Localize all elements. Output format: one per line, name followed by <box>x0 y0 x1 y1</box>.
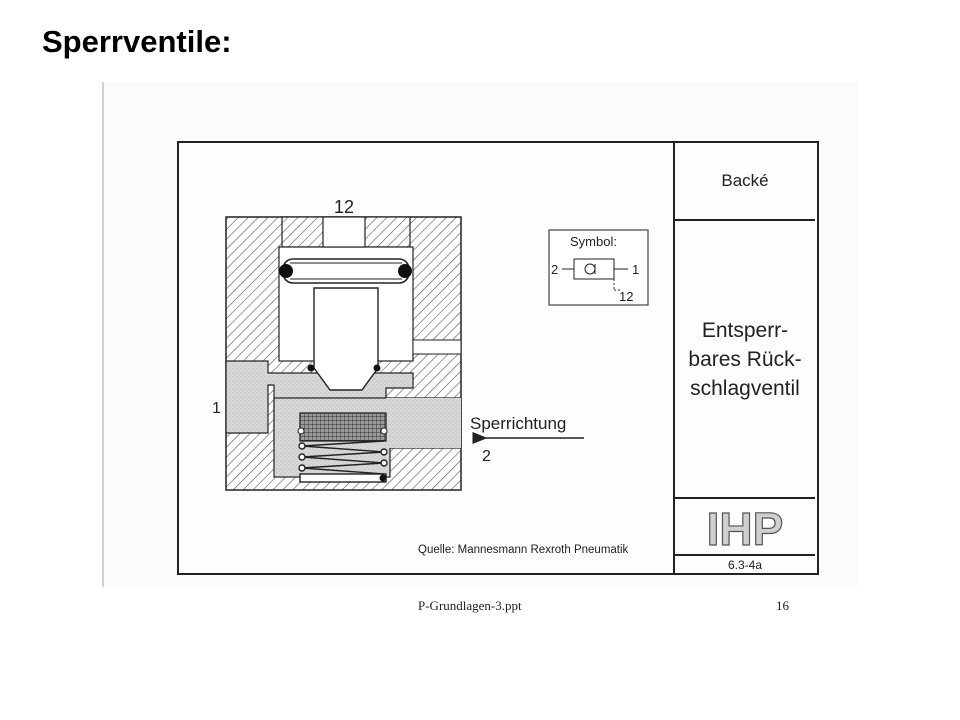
title-block <box>673 141 817 573</box>
spring <box>298 440 388 483</box>
pilot-piston <box>279 216 412 391</box>
document-code: 6.3-4a <box>727 557 763 572</box>
port-label-12: 12 <box>334 197 354 217</box>
check-valve-disc <box>297 412 388 442</box>
symbol-port-1: 1 <box>632 262 639 277</box>
blocking-direction-label: Sperrichtung <box>470 414 566 433</box>
component-name: Entsperr- bares Rück- schlagventil <box>675 221 815 499</box>
symbol-port-2: 2 <box>551 262 558 277</box>
symbol-box: Symbol: 2 1 12 <box>548 229 649 306</box>
symbol-title: Symbol: <box>570 234 617 249</box>
port-label-1: 1 <box>212 400 221 417</box>
source-note: Quelle: Mannesmann Rexroth Pneumatik <box>418 544 629 556</box>
port-label-2: 2 <box>482 448 491 465</box>
fluid-channels <box>225 360 462 478</box>
footer-page-number: 16 <box>776 598 789 613</box>
logo-box <box>675 499 815 556</box>
footer-filename: P-Grundlagen-3.ppt <box>418 598 522 613</box>
ihp-logo: IHP <box>707 503 784 555</box>
symbol-port-12: 12 <box>619 289 633 304</box>
slide-title: Sperrventile: <box>42 24 232 59</box>
author-field: Backé <box>675 143 815 221</box>
